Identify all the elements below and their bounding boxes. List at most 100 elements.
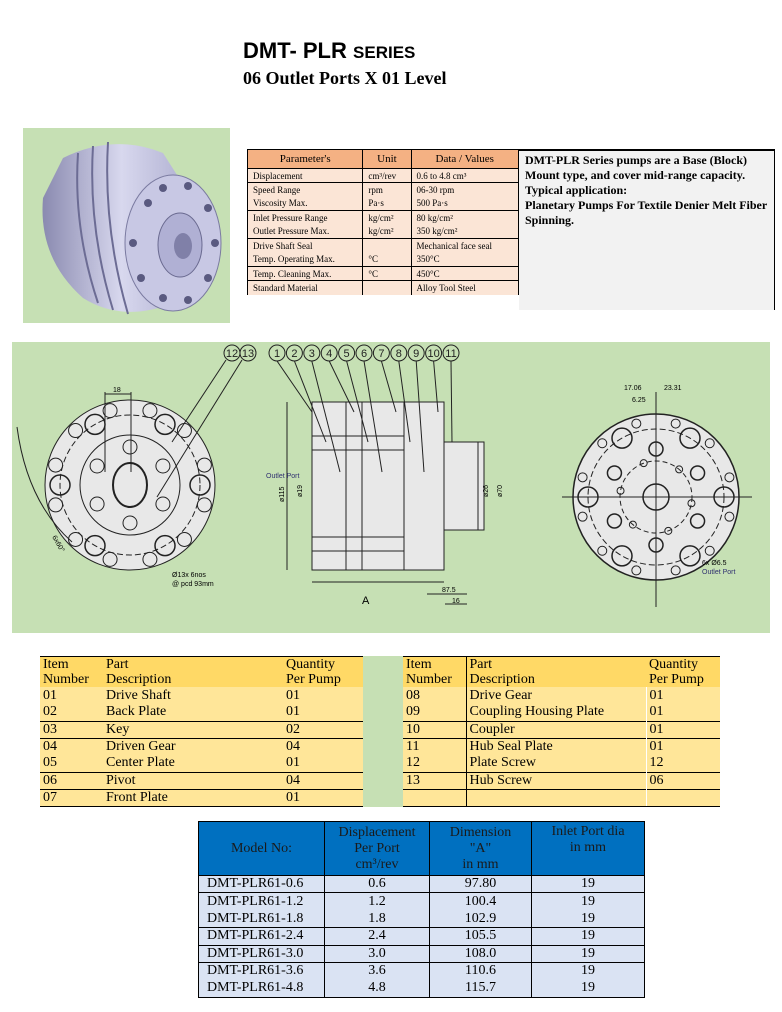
svg-text:1: 1 [274,348,280,360]
outlet-port-icon [687,499,696,508]
plate-screw-icon [142,403,158,419]
svg-text:18: 18 [113,387,121,394]
svg-text:13: 13 [242,348,254,360]
plate-screw-icon [196,497,212,513]
svg-text:10: 10 [427,348,439,360]
plate-screw-icon [142,551,158,567]
plate-screw-icon [176,531,192,547]
plate-screw-icon [48,497,64,513]
svg-text:7: 7 [378,348,384,360]
hub-screw-icon [122,515,138,531]
title-series: SERIES [353,43,416,62]
balloon-13: 13 [239,344,257,362]
svg-text:11: 11 [445,348,456,360]
svg-text:6x Ø6.5: 6x Ø6.5 [702,560,727,567]
svg-text:ø115: ø115 [279,486,286,502]
balloon-11: 11 [442,344,460,443]
parts-table-divider [363,656,403,807]
front-view [16,359,243,571]
balloon-8: 8 [390,344,411,443]
balloon-10: 10 [425,344,443,413]
balloon-1: 1 [268,344,313,413]
svg-text:2: 2 [291,348,297,360]
svg-text:8: 8 [396,348,402,360]
balloon-2: 2 [285,344,327,443]
svg-text:A: A [362,595,370,607]
hub-screw-icon [89,496,105,512]
svg-text:9: 9 [413,348,419,360]
outlet-port-icon [628,520,637,529]
plate-screw-icon [102,551,118,567]
svg-text:12: 12 [226,348,238,360]
svg-text:ø19: ø19 [297,485,304,497]
outlet-port-icon [664,526,673,535]
svg-text:17.06: 17.06 [624,385,642,392]
part-row [403,788,720,807]
page-subtitle: 06 Outlet Ports X 01 Level [243,68,447,88]
plate-screw-icon [102,403,118,419]
svg-text:23.31: 23.31 [664,385,682,392]
page-title: DMT- PLR SERIES [243,38,416,63]
svg-text:@ pcd 93mm: @ pcd 93mm [172,581,214,588]
svg-text:16: 16 [452,598,460,605]
hub-screw-icon [89,458,105,474]
svg-text:Outlet Port: Outlet Port [266,473,300,480]
balloon-4: 4 [320,344,355,413]
product-description: DMT-PLR Series pumps are a Base (Block) … [519,149,775,310]
svg-text:6.25: 6.25 [632,397,646,404]
svg-text:5: 5 [344,348,350,360]
svg-text:87.5: 87.5 [442,587,456,594]
balloon-5: 5 [338,344,369,443]
svg-text:4: 4 [326,348,332,360]
svg-text:ø26: ø26 [483,485,490,497]
plate-screw-icon [196,457,212,473]
hub-screw-icon [155,496,171,512]
rear-view [562,392,752,607]
svg-text:3: 3 [309,348,315,360]
outlet-port-icon [639,459,648,468]
svg-text:Ø13x 6nos: Ø13x 6nos [172,572,206,579]
product-image [23,128,230,323]
svg-text:ø70: ø70 [497,485,504,497]
svg-text:6: 6 [361,348,367,360]
hub-screw-icon [155,458,171,474]
balloon-12: 12 [223,344,241,362]
balloon-7: 7 [372,344,397,413]
hub-screw-icon [122,439,138,455]
plate-screw-icon [48,457,64,473]
outlet-port-icon [675,465,684,474]
svg-text:Outlet Port: Outlet Port [702,569,736,576]
